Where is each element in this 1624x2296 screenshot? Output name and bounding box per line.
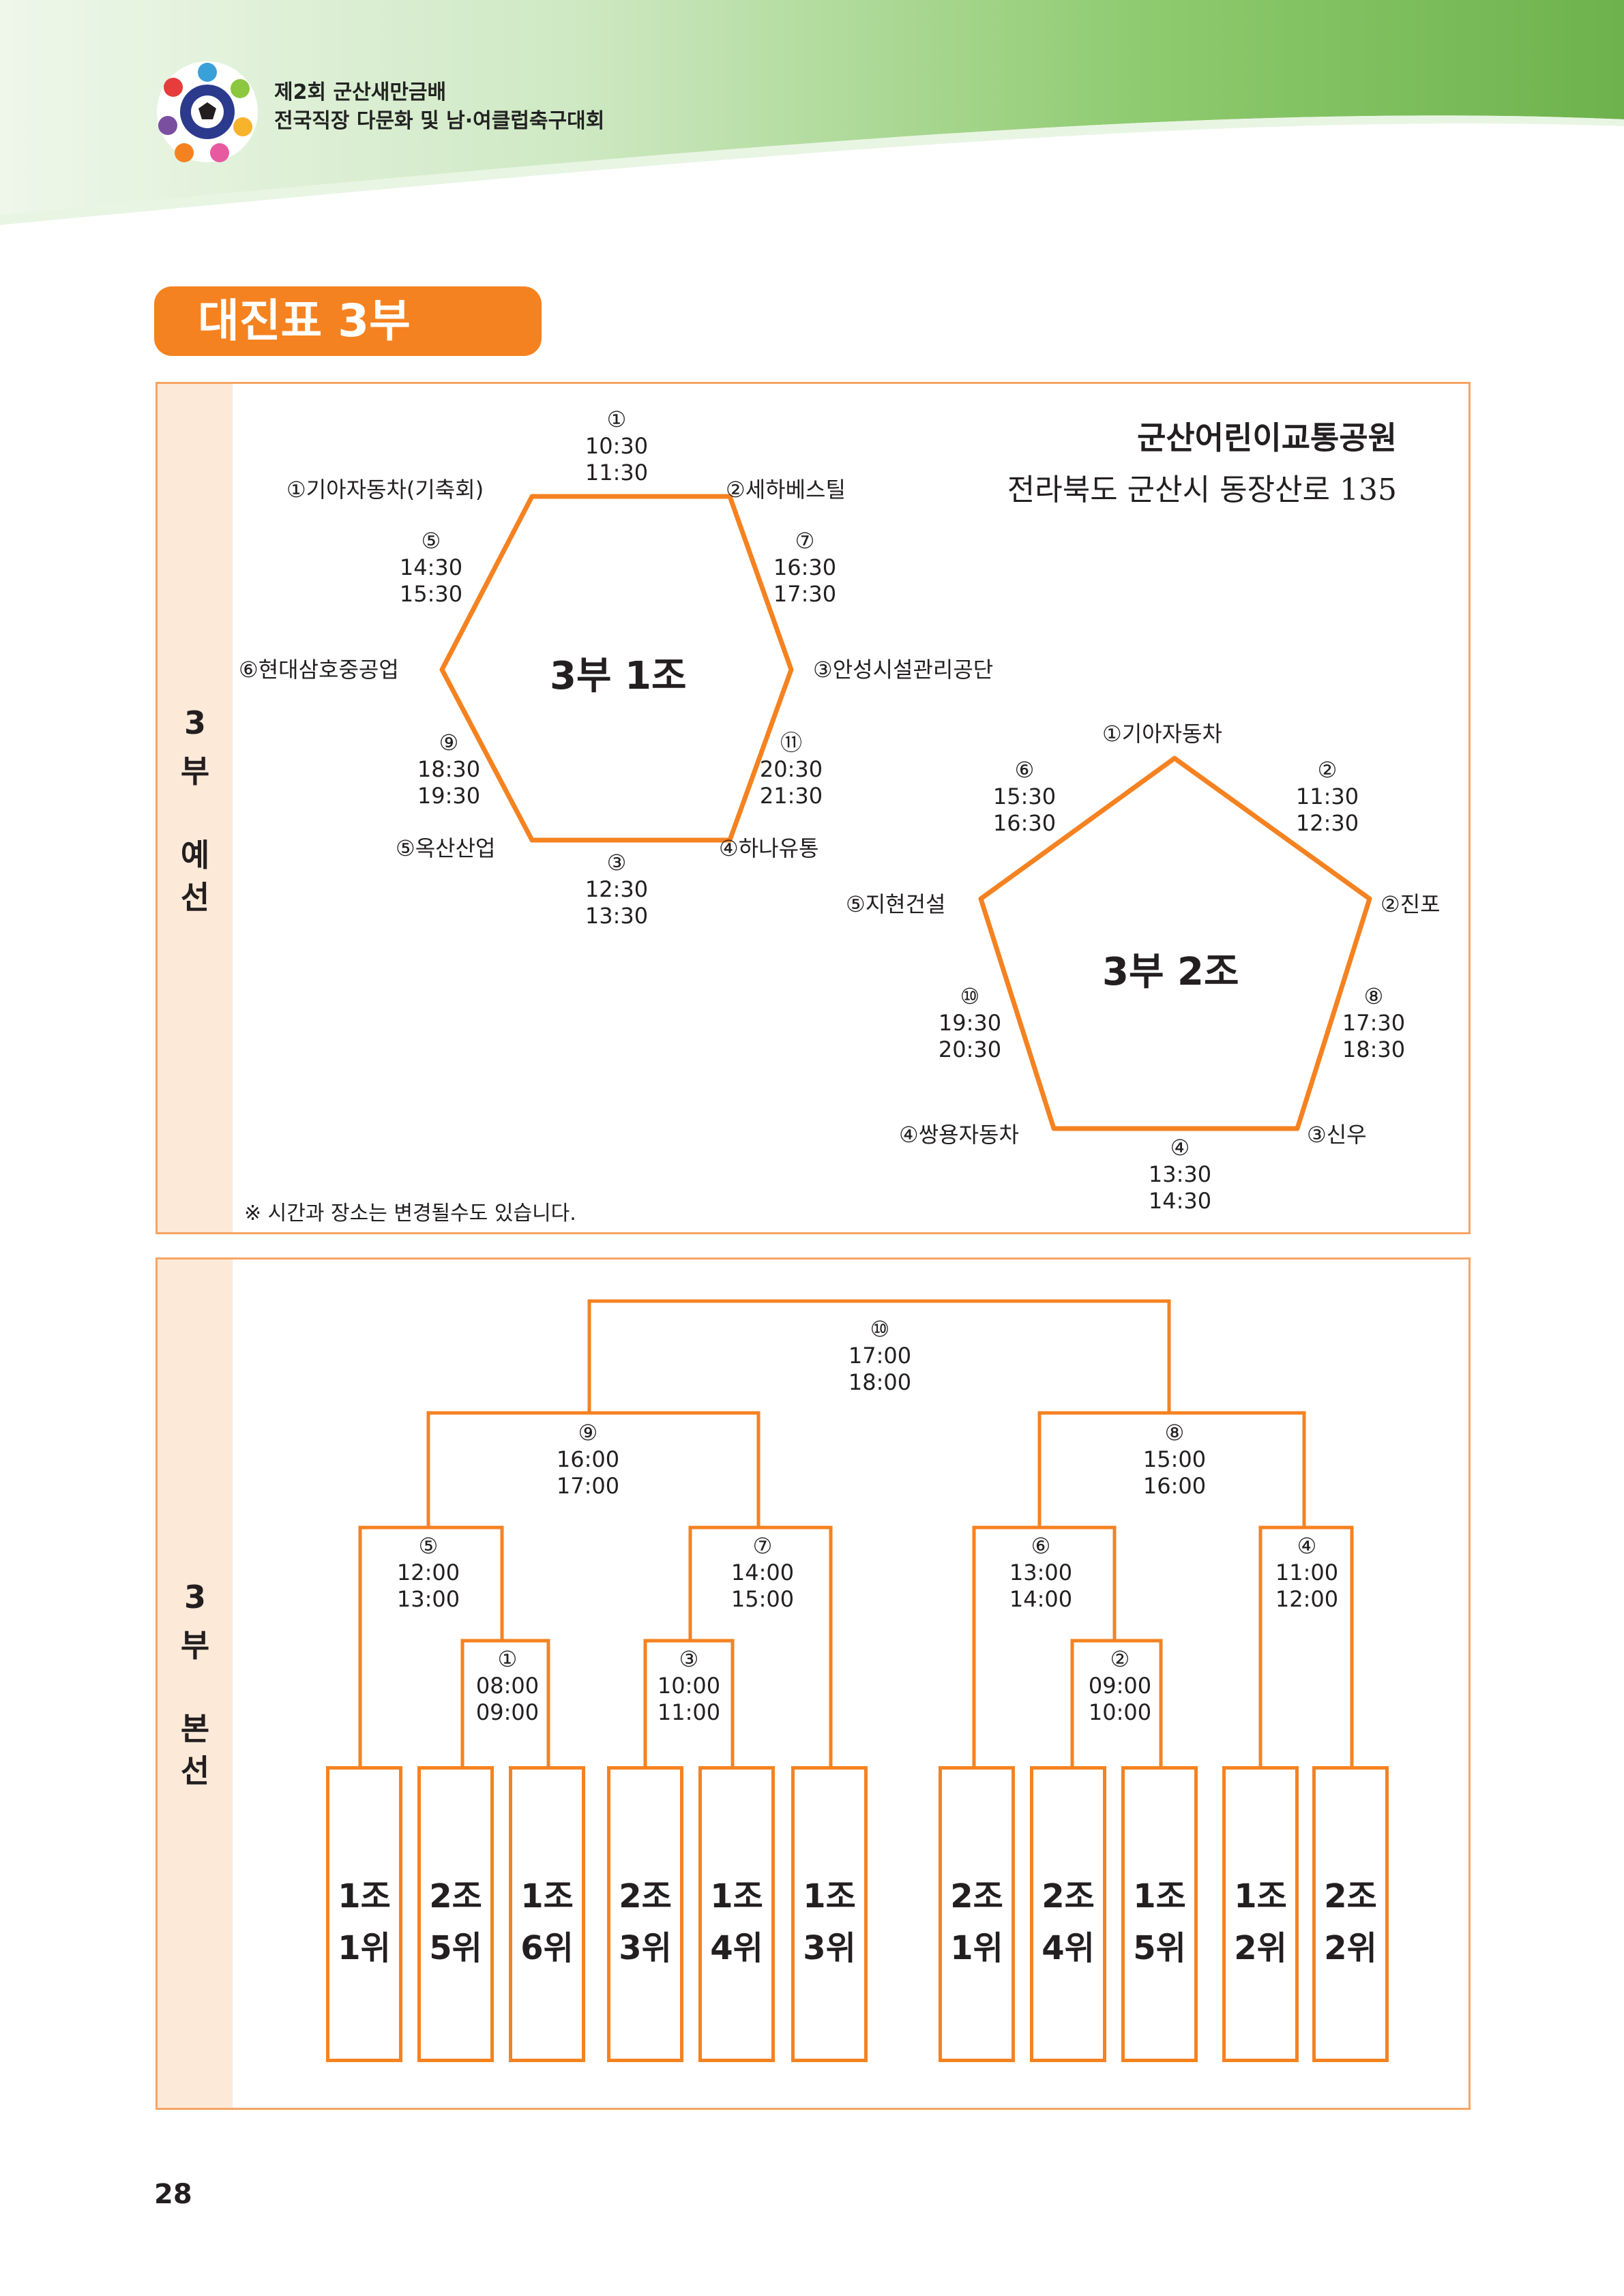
team-label: ②진포 xyxy=(1381,891,1441,917)
venue-address: 전라북도 군산시 동장산로 135 xyxy=(1007,473,1397,507)
team-label: ④쌍용자동차 xyxy=(899,1122,1019,1148)
page-number: 28 xyxy=(154,2179,192,2210)
prelim-side-char: 부 xyxy=(180,753,210,790)
team-label: ①기아자동차 xyxy=(1102,721,1222,747)
team-label: ③신우 xyxy=(1307,1122,1367,1148)
group1-title: 3부 1조 xyxy=(550,654,687,698)
header-grass-banner xyxy=(0,0,1624,225)
prelim-side-char: 3 xyxy=(183,704,206,741)
header-title-line1: 제2회 군산새만금배 xyxy=(274,80,447,104)
venue-name: 군산어린이교통공원 xyxy=(1137,419,1397,456)
schedule-note: ※ 시간과 장소는 변경될수도 있습니다. xyxy=(244,1202,576,1225)
group2-title: 3부 2조 xyxy=(1102,950,1239,994)
team-label: ②세하베스틸 xyxy=(726,477,846,503)
prelim-side-char: 예 xyxy=(180,837,210,874)
prelim-side-bar: 3 부 예 선 xyxy=(158,384,233,1232)
main-side-char: 부 xyxy=(180,1627,210,1664)
team-label: ①기아자동차(기축회) xyxy=(286,477,484,503)
main-side-char: 선 xyxy=(180,1753,210,1789)
section-title: 대진표 3부 xyxy=(198,295,411,347)
main-side-char: 3 xyxy=(183,1579,206,1615)
section-title-pill: 대진표 3부 xyxy=(154,286,542,356)
prelim-side-char: 선 xyxy=(180,879,210,916)
prelim-panel: 3 부 예 선 xyxy=(156,382,1471,1234)
main-side-char: 본 xyxy=(180,1710,210,1747)
tournament-logo xyxy=(157,61,258,162)
team-label: ⑤지현건설 xyxy=(846,891,946,917)
team-label: ⑤옥산산업 xyxy=(396,835,496,861)
team-label: ⑥현대삼호중공업 xyxy=(239,657,399,683)
team-label: ③안성시설관리공단 xyxy=(813,657,994,683)
team-label: ④하나유통 xyxy=(719,835,819,861)
main-side-bar: 3 부 본 선 xyxy=(158,1259,233,2108)
header-title-line2: 전국직장 다문화 및 남·여클럽축구대회 xyxy=(274,109,605,133)
